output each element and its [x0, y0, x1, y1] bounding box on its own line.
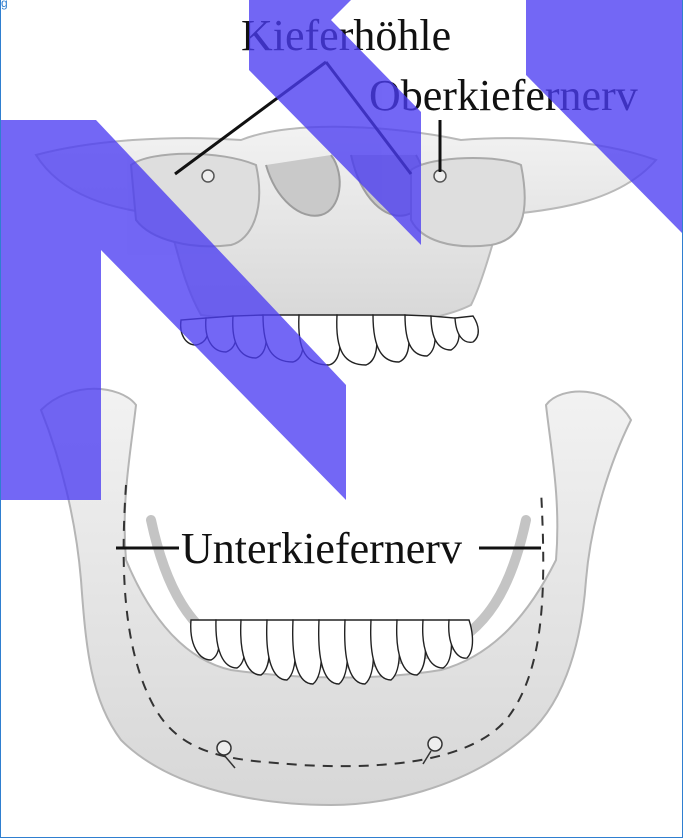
mental-foramen-left: [217, 741, 231, 755]
upper-nerve-foramen-left: [202, 170, 214, 182]
mental-foramen-right: [428, 737, 442, 751]
label-unterkiefernerv: Unterkiefernerv: [181, 524, 462, 573]
